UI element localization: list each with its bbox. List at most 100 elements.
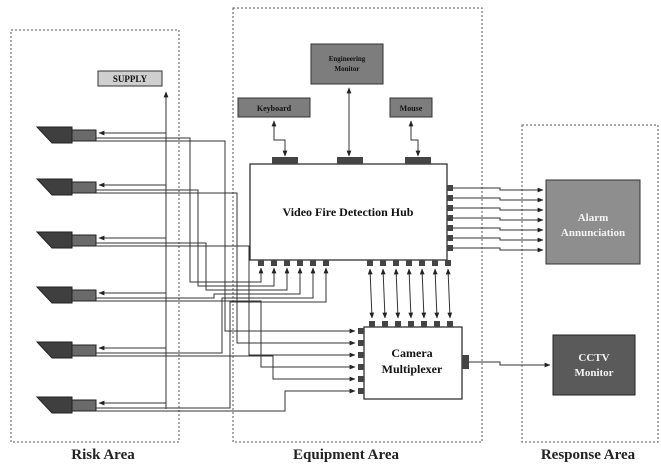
camera-3-hub-wire <box>96 242 290 291</box>
hub-mux-pin-2 <box>380 260 386 266</box>
mux-top-pin-6 <box>434 321 440 327</box>
hub-mux-wire-3 <box>393 268 401 319</box>
camera-2-body <box>35 178 73 196</box>
camera-6-body <box>35 396 73 414</box>
hub-mux-wire-6 <box>432 268 440 319</box>
hub-mux-pin-5 <box>419 260 425 266</box>
keyboard-box <box>237 97 311 118</box>
mux-camera-pin-6 <box>358 388 364 394</box>
mux-camera-pin-5 <box>358 376 364 382</box>
mux-camera-pin-1 <box>358 328 364 334</box>
multiplexer-output-port <box>462 355 469 369</box>
mux-camera-pin-4 <box>358 364 364 370</box>
alarm-label-1: Alarm <box>578 212 609 224</box>
hub-alarm-pin-5 <box>447 225 453 231</box>
camera-4-body <box>35 286 73 304</box>
cctv-monitor-box <box>552 334 636 396</box>
mux-top-pin-7 <box>447 321 453 327</box>
supply-box <box>97 70 163 87</box>
hub-mux-pin-3 <box>393 260 399 266</box>
video-fire-detection-hub <box>249 163 448 261</box>
alarm-wire-4 <box>453 217 544 223</box>
camera-6-mux-wire <box>96 388 356 412</box>
hub-alarm-pin-4 <box>447 215 453 221</box>
camera-2-mux-wire <box>96 192 356 346</box>
engineering-monitor-label-1: Engineering <box>329 55 366 63</box>
hub-alarm-pin-3 <box>447 205 453 211</box>
equipment-area-label: Equipment Area <box>293 447 399 463</box>
alarm-wire-5 <box>453 227 544 233</box>
alarm-wire-2 <box>453 197 544 203</box>
mux-camera-pin-3 <box>358 352 364 358</box>
hub-mux-pin-7 <box>445 260 451 266</box>
hub-multiplexer-wires <box>367 268 453 319</box>
mux-top-pin-5 <box>421 321 427 327</box>
hub-mux-wire-4 <box>406 268 414 319</box>
hub-alarm-pin-6 <box>447 235 453 241</box>
mouse-box <box>389 97 433 118</box>
hub-alarm-pin-1 <box>447 185 453 191</box>
camera-group <box>35 126 97 414</box>
alarm-wire-6 <box>453 237 544 243</box>
alarm-wire-1 <box>453 187 544 193</box>
camera-4-lens <box>71 289 97 302</box>
camera-2-lens <box>71 181 97 194</box>
hub-camera-pin-3 <box>284 260 290 266</box>
hub-label: Video Fire Detection Hub <box>283 205 414 219</box>
hub-mux-pin-4 <box>406 260 412 266</box>
multiplexer-pins <box>358 321 453 394</box>
hub-mux-wire-5 <box>419 268 427 319</box>
camera-6-lens <box>71 399 97 412</box>
cctv-label-1: CCTV <box>578 352 609 364</box>
camera-wires <box>96 137 356 412</box>
camera-5-body <box>35 341 73 359</box>
hub-mux-pin-1 <box>367 260 373 266</box>
mouse-link <box>408 120 421 157</box>
supply-label: SUPPLY <box>113 74 148 84</box>
camera-1-lens <box>71 129 97 142</box>
mux-top-pin-1 <box>369 321 375 327</box>
mux-top-pin-3 <box>395 321 401 327</box>
multiplexer-label-2: Multiplexer <box>382 362 443 376</box>
camera-1-body <box>35 126 73 144</box>
camera-5-hub-wire <box>96 267 316 354</box>
hub-keyboard-port <box>272 157 298 164</box>
risk-area-label: Risk Area <box>71 447 135 463</box>
hub-camera-pin-1 <box>258 260 264 266</box>
engineering-monitor-box <box>310 43 384 85</box>
alarm-wire-3 <box>453 207 544 213</box>
mux-top-pin-2 <box>382 321 388 327</box>
camera-3-body <box>35 231 73 249</box>
hub-camera-pin-2 <box>271 260 277 266</box>
hub-mux-wire-7 <box>445 268 453 319</box>
equipment-area-boundary <box>232 7 483 443</box>
cctv-link <box>469 361 551 368</box>
hub-mux-wire-1 <box>367 268 375 319</box>
hub-mux-wire-2 <box>380 268 388 319</box>
camera-4-mux-wire <box>96 300 356 370</box>
keyboard-link <box>271 120 288 157</box>
alarm-wires <box>453 187 544 253</box>
camera-1-hub-wire <box>96 137 264 283</box>
cctv-label-2: Monitor <box>574 367 613 379</box>
hub-alarm-pin-7 <box>447 245 453 251</box>
risk-area-boundary <box>10 29 180 443</box>
multiplexer-label-1: Camera <box>391 346 432 360</box>
mux-top-pin-4 <box>408 321 414 327</box>
hub-camera-pin-5 <box>310 260 316 266</box>
alarm-wire-7 <box>453 247 544 253</box>
hub-monitor-port <box>337 157 363 164</box>
response-area-boundary <box>521 124 659 443</box>
mouse-label: Mouse <box>400 104 423 113</box>
hub-mux-pin-6 <box>432 260 438 266</box>
hub-camera-pin-4 <box>297 260 303 266</box>
supply-taps <box>98 130 166 406</box>
hub-camera-pin-6 <box>323 260 329 266</box>
camera-6-hub-wire <box>96 267 329 409</box>
response-area-label: Response Area <box>541 447 636 463</box>
camera-4-hub-wire <box>96 267 303 299</box>
alarm-label-2: Annunciation <box>561 227 625 239</box>
engineering-monitor-label-2: Monitor <box>335 65 360 73</box>
camera-1-mux-wire <box>96 140 356 334</box>
